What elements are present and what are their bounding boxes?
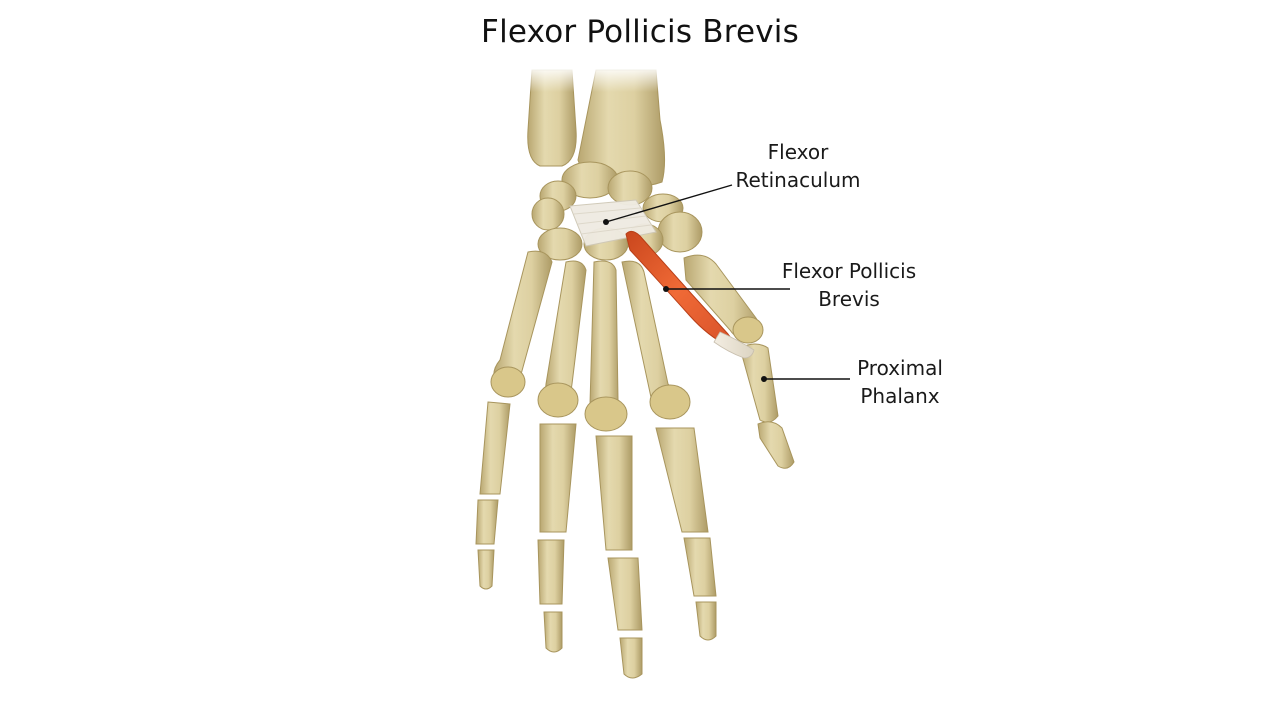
pointer-dot-fpb (663, 286, 669, 292)
label-line: Flexor Pollicis (781, 259, 917, 283)
pointer-dot-phalanx (761, 376, 767, 382)
label-line: Flexor (767, 140, 829, 164)
muscle-tendon (713, 331, 755, 359)
label-proximal-phalanx: Proximal Phalanx (836, 354, 964, 410)
label-flexor-retinaculum: Flexor Retinaculum (718, 138, 878, 194)
label-line: Retinaculum (735, 168, 861, 192)
label-line: Brevis (818, 287, 880, 311)
ulna-bone (527, 69, 577, 167)
pointer-dot-retinaculum (603, 219, 609, 225)
label-flexor-pollicis-brevis: Flexor Pollicis Brevis (770, 257, 928, 313)
label-line: Phalanx (860, 384, 940, 408)
leader-lines (605, 184, 850, 380)
forearm-bones (527, 69, 666, 187)
leader-dots (603, 219, 767, 382)
label-line: Proximal (857, 356, 943, 380)
phalanges-bones (475, 343, 795, 679)
diagram-title: Flexor Pollicis Brevis (481, 14, 799, 50)
leader-line-retinaculum (605, 184, 733, 223)
forearm-fade (520, 66, 670, 92)
